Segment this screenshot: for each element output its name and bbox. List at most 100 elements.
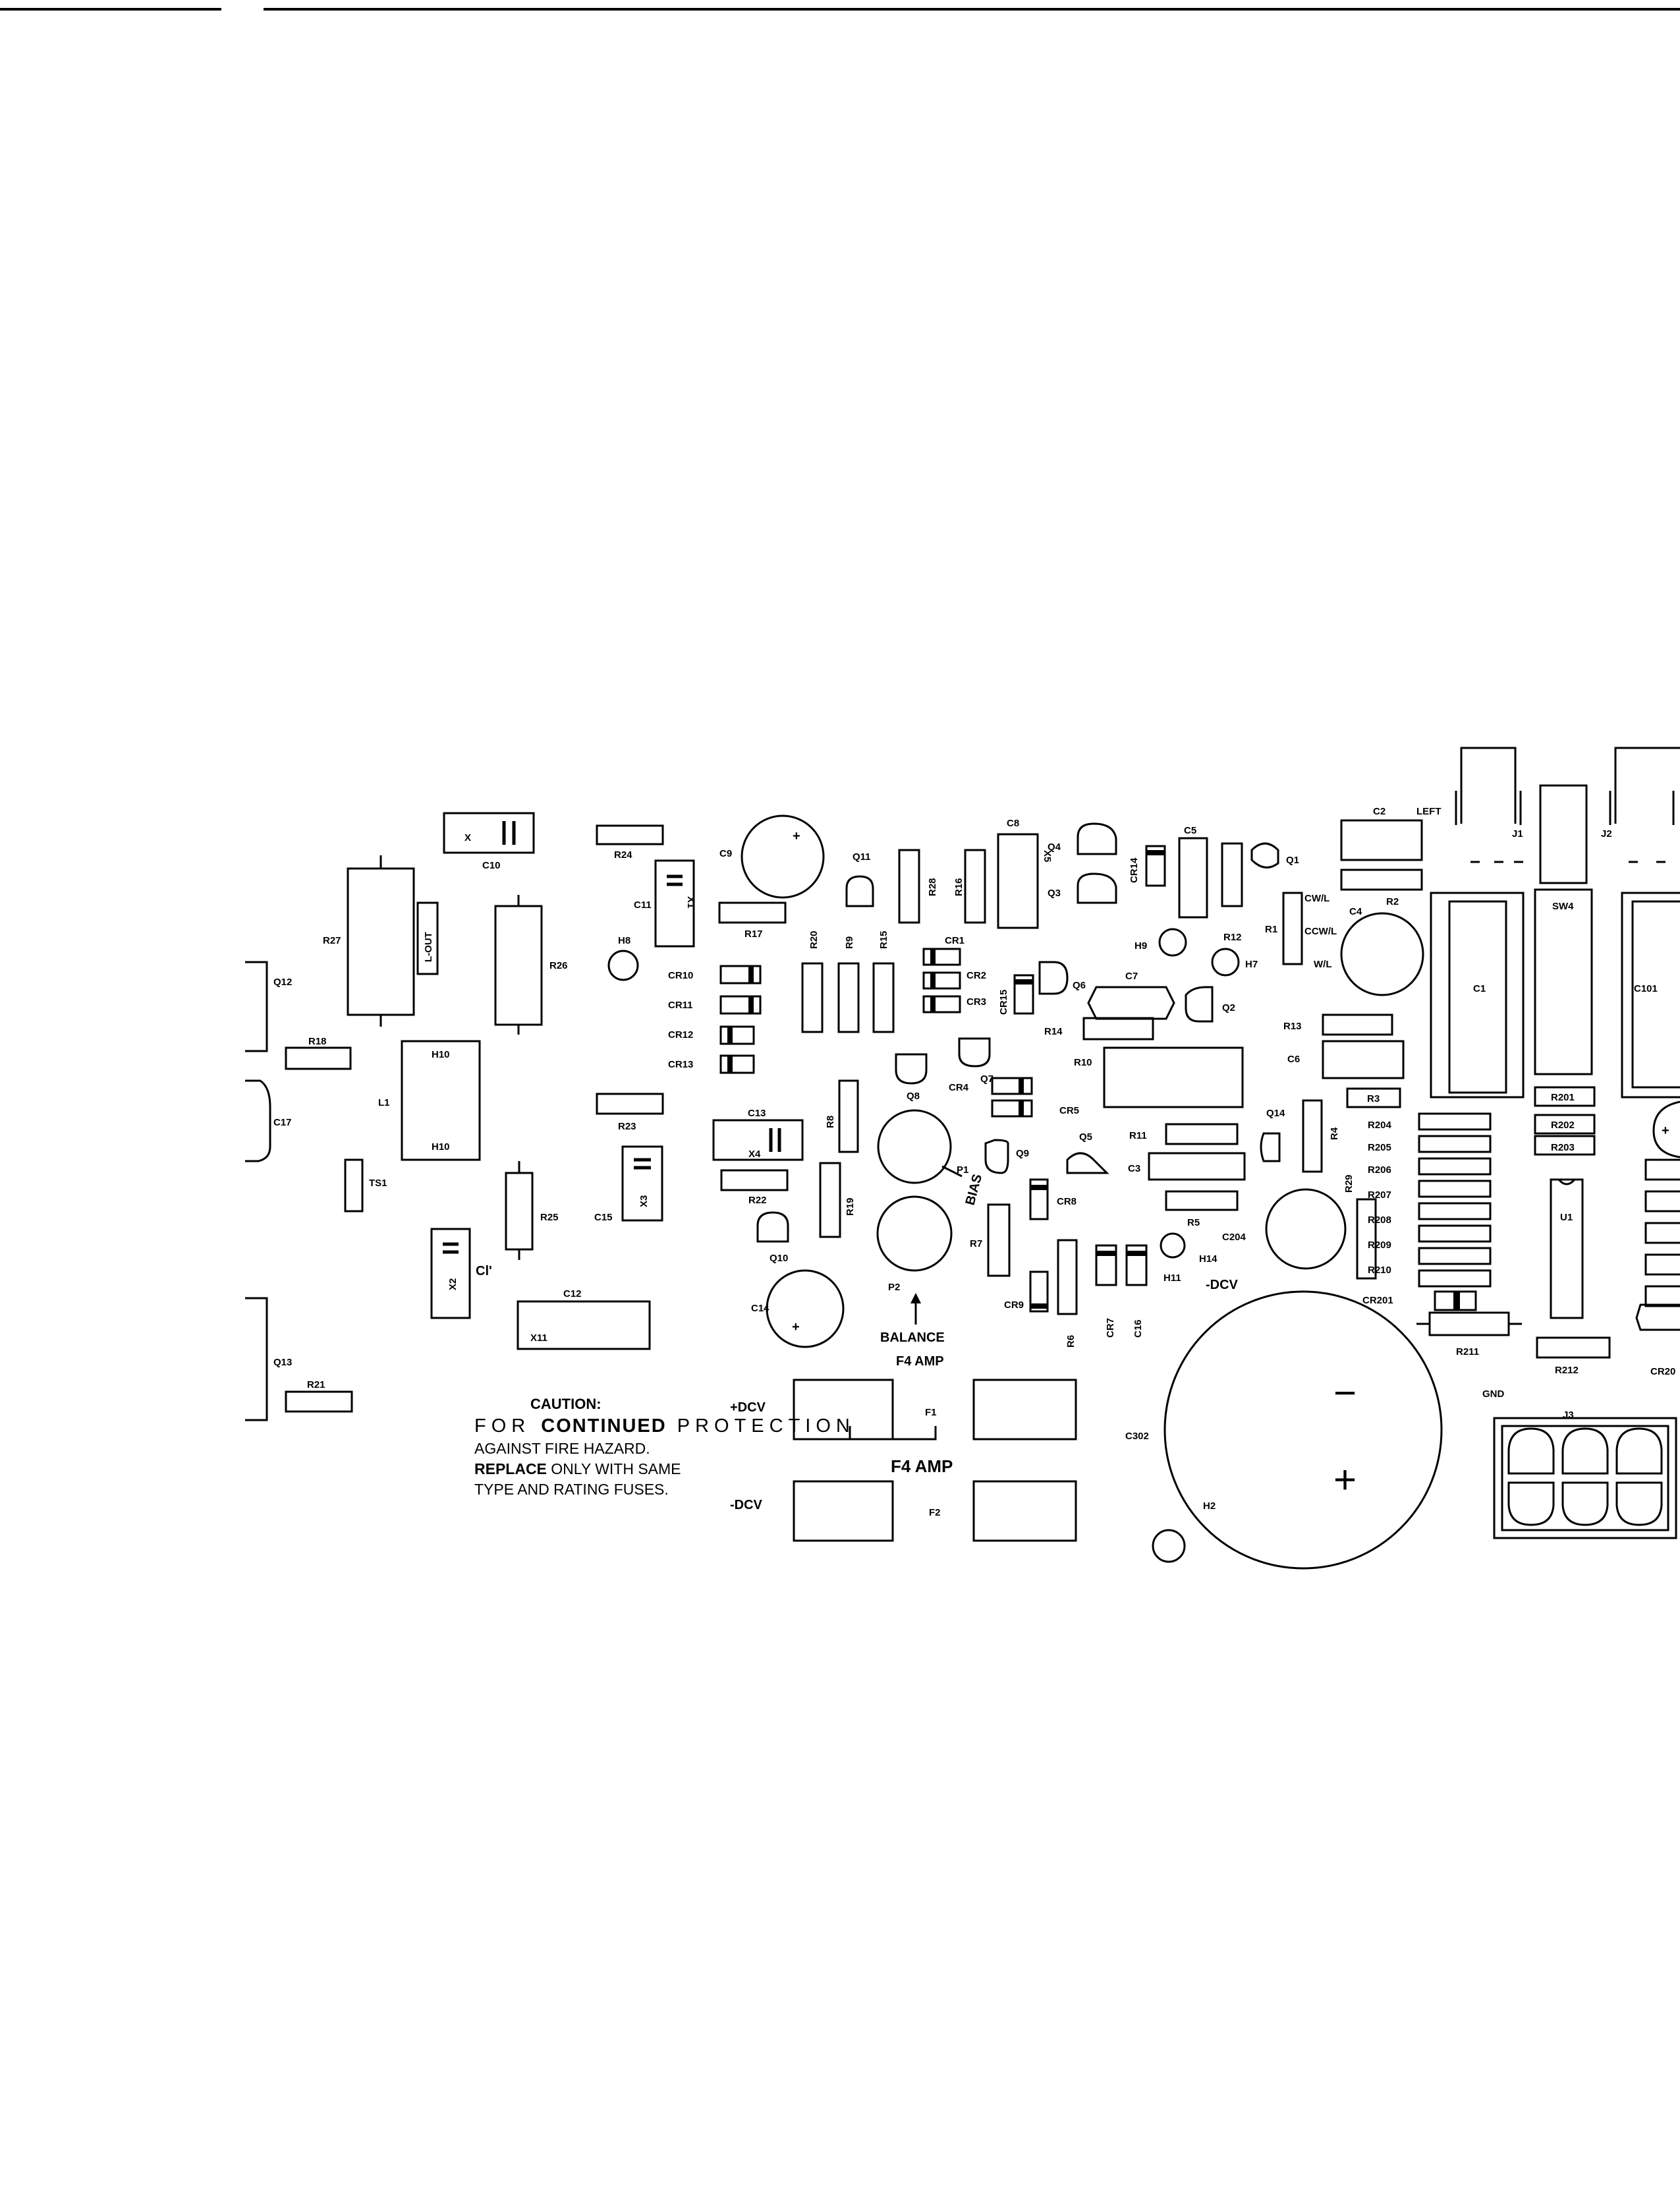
caution-line-2: AGAINST FIRE HAZARD. — [474, 1440, 650, 1457]
label-r208: R208 — [1368, 1214, 1391, 1226]
resistor-r1: R1 — [1265, 892, 1303, 965]
capacitor-c2: C2 LEFT — [1340, 806, 1442, 861]
label-q6: Q6 — [1073, 980, 1086, 991]
label-r3: R3 — [1367, 1093, 1380, 1104]
label-h8: H8 — [618, 935, 630, 946]
label-r203: R203 — [1551, 1142, 1575, 1153]
label-q11: Q11 — [853, 851, 871, 863]
label-j3: J3 — [1563, 1410, 1574, 1421]
transistor-q11: Q11 — [845, 851, 874, 907]
label-c17: C17 — [273, 1117, 292, 1128]
label-r21: R21 — [307, 1379, 325, 1390]
label-c9: C9 — [719, 848, 732, 859]
resistor-r27: R27 — [323, 855, 415, 1027]
label-r29: R29 — [1343, 1174, 1355, 1193]
label-r201: R201 — [1551, 1092, 1575, 1103]
label-r210: R210 — [1368, 1265, 1391, 1276]
resistor-r4: R4 — [1302, 1099, 1340, 1173]
caution-heading: CAUTION: — [530, 1396, 602, 1412]
label-q1: Q1 — [1286, 855, 1299, 866]
label-r24: R24 — [614, 849, 632, 861]
caution-line-3a: REPLACE — [474, 1460, 547, 1477]
label-h11: H11 — [1163, 1272, 1181, 1284]
label-f2: F2 — [929, 1507, 941, 1518]
label-right-plus: + — [1662, 1124, 1669, 1138]
label-ts1: TS1 — [369, 1178, 387, 1189]
label-dcv-neg-top: -DCV — [1206, 1278, 1239, 1292]
label-r206: R206 — [1368, 1164, 1391, 1176]
diode-cr5: CR5 — [991, 1099, 1079, 1118]
capacitor-c7: C7 — [1087, 971, 1175, 1020]
jack-j2: J2 — [1601, 747, 1680, 863]
resistor-r19: R19 — [819, 1162, 856, 1238]
resistor-r7: R7 — [970, 1203, 1011, 1277]
label-r23: R23 — [618, 1121, 636, 1132]
label-r17: R17 — [744, 928, 763, 940]
caution-line-1: FOR CONTINUED PROTECTION — [474, 1415, 850, 1437]
transistor-q1: Q1 — [1250, 842, 1299, 869]
capacitor-c302: − + C302 H2 — [1125, 1290, 1443, 1570]
label-gnd: GND — [1482, 1388, 1505, 1400]
component-r10: R10 — [1074, 1046, 1244, 1108]
label-r209: R209 — [1368, 1240, 1391, 1251]
label-q9: Q9 — [1016, 1148, 1029, 1159]
diodes-cr10-cr13: CR10 CR11 CR12 CR13 — [668, 965, 762, 1074]
label-wl: W/L — [1314, 959, 1332, 970]
resistor-r5: R5 — [1165, 1190, 1239, 1228]
capacitor-c13-x4: C13 X4 — [712, 1108, 804, 1161]
label-r5: R5 — [1187, 1217, 1200, 1228]
label-l1: L1 — [378, 1097, 390, 1108]
label-q7: Q7 — [980, 1073, 994, 1085]
caution-line-1c: PROTECTION — [666, 1415, 855, 1437]
transistor-q14: Q14 — [1260, 1108, 1285, 1162]
label-dcv-pos: +DCV — [730, 1400, 766, 1415]
label-q2: Q2 — [1222, 1002, 1235, 1013]
label-c15: C15 — [594, 1212, 613, 1223]
label-c14-plus: + — [792, 1320, 800, 1334]
label-cr201: CR201 — [1362, 1295, 1393, 1306]
diode-cr4: CR4 — [949, 1077, 1033, 1095]
label-r22: R22 — [748, 1195, 767, 1206]
label-c204: C204 — [1222, 1232, 1246, 1243]
label-f1: F1 — [925, 1407, 937, 1418]
gnd-label: GND — [1482, 1388, 1505, 1400]
label-j2: J2 — [1601, 828, 1612, 840]
terminal-ts1: TS1 — [344, 1158, 387, 1213]
resistor-r6: R6 — [1057, 1239, 1078, 1348]
label-cr13: CR13 — [668, 1059, 693, 1070]
diode-cr14: CR14 — [1129, 845, 1166, 887]
ic-u1: U1 — [1550, 1178, 1584, 1319]
label-cwl: CW/L — [1304, 893, 1330, 904]
label-r26: R26 — [549, 960, 568, 971]
capacitor-c14: + C14 — [751, 1269, 845, 1348]
label-r9: R9 — [844, 936, 855, 949]
label-f4-amp-bottom: F4 AMP — [891, 1456, 953, 1476]
resistor-r3: R3 — [1346, 1087, 1401, 1108]
right-edge-parts: + CR20 — [1635, 1100, 1680, 1377]
caution-line-4: TYPE AND RATING FUSES. — [474, 1481, 669, 1498]
label-c8: C8 — [1007, 818, 1019, 829]
label-sw4: SW4 — [1552, 901, 1574, 912]
label-r4: R4 — [1329, 1127, 1340, 1140]
label-c302-plus: + — [1333, 1458, 1357, 1502]
label-q10: Q10 — [770, 1253, 788, 1264]
label-cr12: CR12 — [668, 1029, 693, 1041]
label-cr11: CR11 — [668, 1000, 693, 1011]
label-c3: C3 — [1128, 1163, 1140, 1174]
label-r8: R8 — [825, 1116, 836, 1128]
label-h9: H9 — [1134, 940, 1147, 952]
resistor-c5b — [1221, 842, 1243, 907]
capacitor-c6: C6 — [1287, 1040, 1405, 1079]
label-x5: X5 — [1042, 850, 1053, 862]
connector-j3: J3 — [1493, 1410, 1677, 1539]
diode-cr15: CR15 — [998, 974, 1034, 1015]
capacitor-l-out: L-OUT — [416, 901, 439, 975]
label-cr10: CR10 — [668, 970, 693, 981]
caution-line-3: REPLACE ONLY WITH SAME — [474, 1460, 817, 1478]
label-dcv-neg: -DCV — [730, 1498, 763, 1512]
transistor-q10: Q10 — [756, 1211, 789, 1264]
caution-notice: CAUTION: FOR CONTINUED PROTECTION AGAINS… — [474, 1396, 850, 1498]
resistor-r11: R11 — [1129, 1123, 1239, 1145]
label-r11: R11 — [1129, 1130, 1147, 1141]
